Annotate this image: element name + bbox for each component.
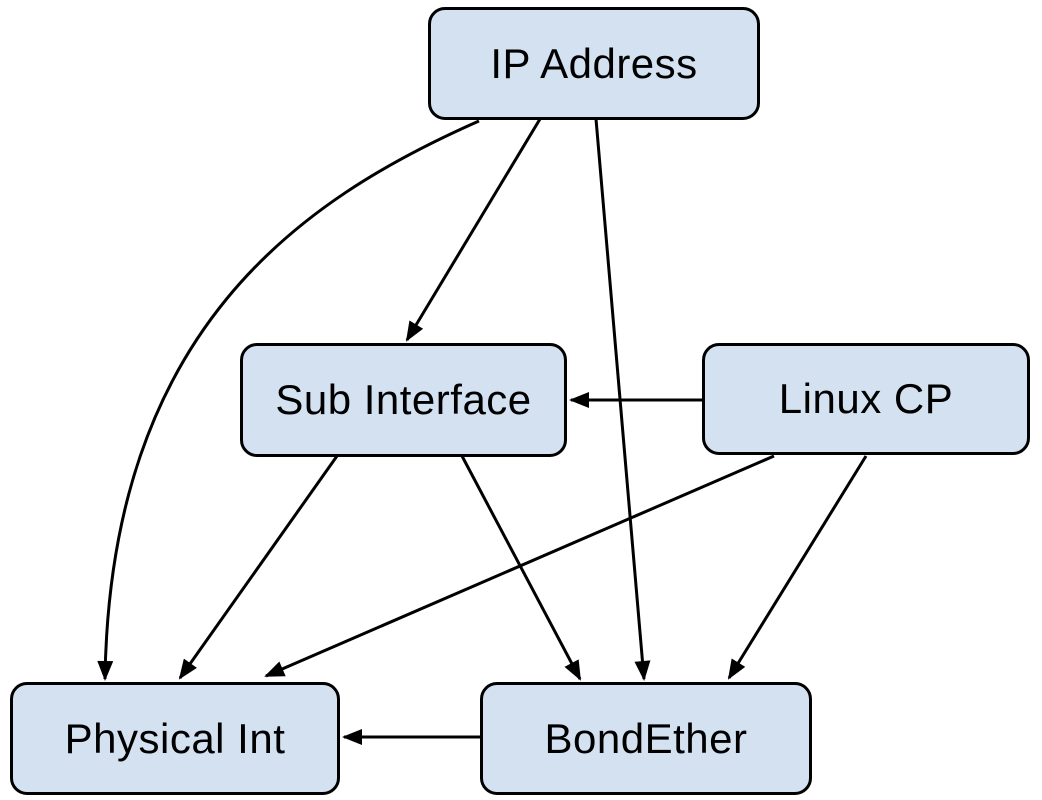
edge-ip-address-to-physical-int xyxy=(97,119,480,681)
node-sub-interface: Sub Interface xyxy=(240,343,567,457)
edge-linux-cp-to-bondether xyxy=(727,455,868,680)
node-label-bondether: BondEther xyxy=(544,714,748,762)
edge-ip-address-to-sub-interface xyxy=(405,118,542,342)
node-label-linux-cp: Linux CP xyxy=(778,375,954,422)
node-label-sub-interface: Sub Interface xyxy=(275,376,532,423)
node-label-physical-int: Physical Int xyxy=(64,714,286,762)
edge-sub-interface-to-physical-int xyxy=(178,455,339,680)
edge-sub-interface-to-bondether xyxy=(460,455,582,681)
node-physical-int: Physical Int xyxy=(10,682,340,795)
node-label-ip-address: IP Address xyxy=(490,39,698,87)
node-ip-address: IP Address xyxy=(428,7,760,120)
node-linux-cp: Linux CP xyxy=(702,343,1030,455)
node-bondether: BondEther xyxy=(480,682,812,795)
